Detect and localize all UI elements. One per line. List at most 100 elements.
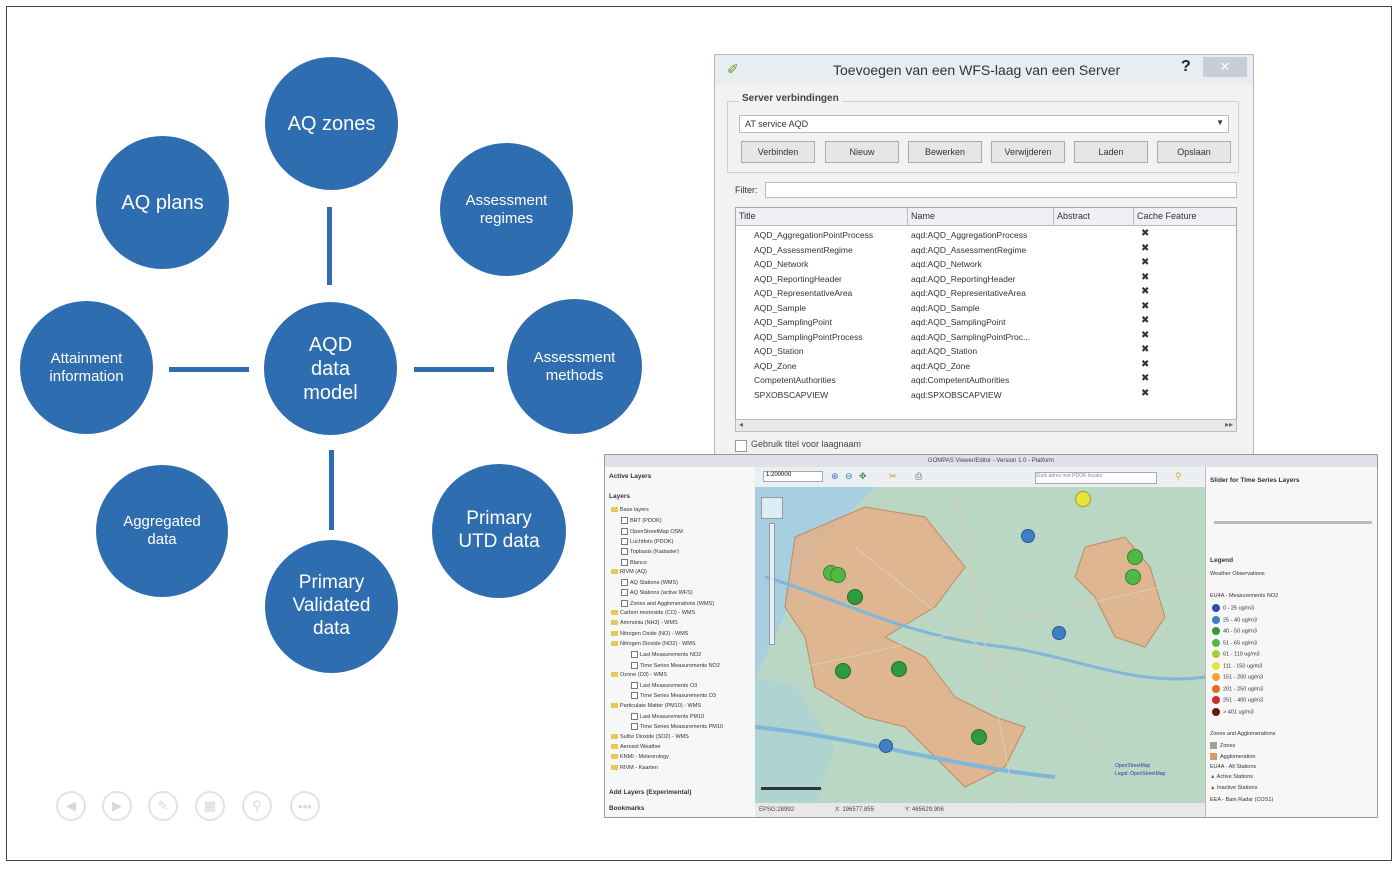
slides-icon[interactable]: ▦ xyxy=(195,791,225,821)
station-marker[interactable] xyxy=(830,567,846,583)
layer-item[interactable]: Time Series Measurements O3 xyxy=(631,692,716,700)
add-layers-header[interactable]: Add Layers (Experimental) xyxy=(609,789,692,796)
layer-group[interactable]: Aerosol Weather xyxy=(611,744,661,750)
layer-checkbox[interactable] xyxy=(621,589,628,597)
time-slider-header[interactable]: Slider for Time Series Layers xyxy=(1210,477,1300,484)
cache-feature-icon[interactable]: ✖ xyxy=(1141,257,1150,268)
print-icon[interactable]: ⎙ xyxy=(915,471,923,481)
layer-checkbox[interactable] xyxy=(621,537,628,545)
layer-item[interactable]: Zones and Agglomerations (WMS) xyxy=(621,599,714,607)
map-canvas[interactable]: OpenStreetMap Legal: OpenStreetMap xyxy=(755,487,1205,803)
station-marker[interactable] xyxy=(1021,529,1035,543)
layer-item[interactable]: Time Series Measurements PM10 xyxy=(631,723,723,731)
station-marker[interactable] xyxy=(1125,569,1141,585)
layer-group[interactable]: Base layers xyxy=(611,507,649,513)
layer-group[interactable]: RIVM - Kaarten xyxy=(611,765,658,771)
layer-item[interactable]: Last Measurements O3 xyxy=(631,682,697,690)
title-as-layername-checkbox[interactable] xyxy=(735,440,747,452)
map-attribution[interactable]: OpenStreetMap xyxy=(1115,763,1151,769)
horizontal-scrollbar[interactable]: ◂ ▸▸ xyxy=(735,419,1237,432)
layers-header[interactable]: Layers xyxy=(609,493,630,500)
station-marker[interactable] xyxy=(971,729,987,745)
load-button[interactable]: Laden xyxy=(1074,141,1148,163)
cache-feature-icon[interactable]: ✖ xyxy=(1141,271,1150,283)
layer-checkbox[interactable] xyxy=(621,558,628,566)
search-input[interactable]: Zoek adres met PDOK locator xyxy=(1035,472,1157,484)
cache-feature-icon[interactable]: ✖ xyxy=(1141,358,1150,370)
scale-select[interactable]: 1:200000 xyxy=(763,471,823,482)
help-button[interactable]: ? xyxy=(1181,58,1191,75)
close-button[interactable]: ✕ xyxy=(1203,57,1247,77)
layer-group[interactable]: Particulate Matter (PM10) - WMS xyxy=(611,703,701,709)
pan-icon[interactable]: ✥ xyxy=(859,471,867,481)
back-icon[interactable]: ◀ xyxy=(56,791,86,821)
station-marker[interactable] xyxy=(847,589,863,605)
layer-group[interactable]: Ammonia (NH3) - WMS xyxy=(611,620,678,626)
layer-item[interactable]: BRT (PDOK) xyxy=(621,517,662,525)
forward-icon[interactable]: ▶ xyxy=(102,791,132,821)
column-cache-feature[interactable]: Cache Feature xyxy=(1134,208,1236,226)
layer-checkbox[interactable] xyxy=(631,723,638,731)
measure-icon[interactable]: ✂ xyxy=(889,471,897,481)
cache-feature-icon[interactable]: ✖ xyxy=(1141,242,1150,254)
layer-group[interactable]: Ozone (O3) - WMS xyxy=(611,672,667,678)
cache-feature-icon[interactable]: ✖ xyxy=(1141,373,1150,384)
station-marker[interactable] xyxy=(835,663,851,679)
layer-group[interactable]: Nitrogen Oxide (NO) - WMS xyxy=(611,631,688,637)
layer-checkbox[interactable] xyxy=(631,713,638,720)
layer-item[interactable]: OpenStreetMap OSM xyxy=(621,527,683,535)
layer-item[interactable]: Blanco xyxy=(621,558,647,566)
scroll-left-icon[interactable]: ◂ xyxy=(739,420,744,429)
layer-item[interactable]: Last Measurements PM10 xyxy=(631,713,704,720)
layer-item[interactable]: AQ Stations (active WFS) xyxy=(621,589,693,597)
cache-feature-icon[interactable]: ✖ xyxy=(1141,300,1150,312)
pan-zoom-control[interactable] xyxy=(761,497,783,519)
cache-feature-icon[interactable]: ✖ xyxy=(1141,228,1150,239)
edit-button[interactable]: Bewerken xyxy=(908,141,982,163)
layer-checkbox[interactable] xyxy=(631,692,638,700)
station-marker[interactable] xyxy=(1075,491,1091,507)
cache-feature-icon[interactable]: ✖ xyxy=(1141,387,1150,399)
station-marker[interactable] xyxy=(891,661,907,677)
layer-group[interactable]: Carbon monoxide (CO) - WMS xyxy=(611,610,695,616)
column-name[interactable]: Name xyxy=(908,208,1054,226)
layer-checkbox[interactable] xyxy=(621,527,628,535)
connection-select[interactable]: AT service AQD ▼ xyxy=(739,115,1229,133)
layer-checkbox[interactable] xyxy=(621,517,628,525)
layer-checkbox[interactable] xyxy=(621,579,628,587)
cache-feature-icon[interactable]: ✖ xyxy=(1141,344,1150,355)
station-marker[interactable] xyxy=(879,739,893,753)
filter-input[interactable] xyxy=(765,182,1237,198)
layer-checkbox[interactable] xyxy=(631,682,638,690)
zoom-in-icon[interactable]: ⊕ xyxy=(831,471,839,481)
map-attribution-legal[interactable]: Legal: OpenStreetMap xyxy=(1115,771,1166,777)
scroll-right-icon[interactable]: ▸▸ xyxy=(1224,420,1233,429)
cache-feature-icon[interactable]: ✖ xyxy=(1141,315,1150,326)
layer-checkbox[interactable] xyxy=(631,661,638,669)
layer-item[interactable]: Topbasis (Kadaster) xyxy=(621,548,679,556)
active-layers-header[interactable]: Active Layers xyxy=(609,473,652,480)
layer-item[interactable]: AQ Stations (WMS) xyxy=(621,579,678,587)
layer-item[interactable]: Last Measurements NO2 xyxy=(631,651,701,659)
cache-feature-icon[interactable]: ✖ xyxy=(1141,286,1150,297)
zoom-out-icon[interactable]: ⊖ xyxy=(845,471,853,481)
save-button[interactable]: Opslaan xyxy=(1157,141,1231,163)
layer-checkbox[interactable] xyxy=(621,548,628,556)
layer-checkbox[interactable] xyxy=(621,599,628,607)
layer-group[interactable]: Sulfur Dioxide (SO2) - WMS xyxy=(611,734,689,740)
cache-feature-icon[interactable]: ✖ xyxy=(1141,329,1150,341)
layer-checkbox[interactable] xyxy=(631,651,638,659)
layer-group[interactable]: Nitrogen Dioxide (NO2) - WMS xyxy=(611,641,696,647)
layer-item[interactable]: Time Series Measurements NO2 xyxy=(631,661,720,669)
layer-group[interactable]: KNMI - Meteorology xyxy=(611,754,669,760)
zoom-icon[interactable]: ⚲ xyxy=(242,791,272,821)
